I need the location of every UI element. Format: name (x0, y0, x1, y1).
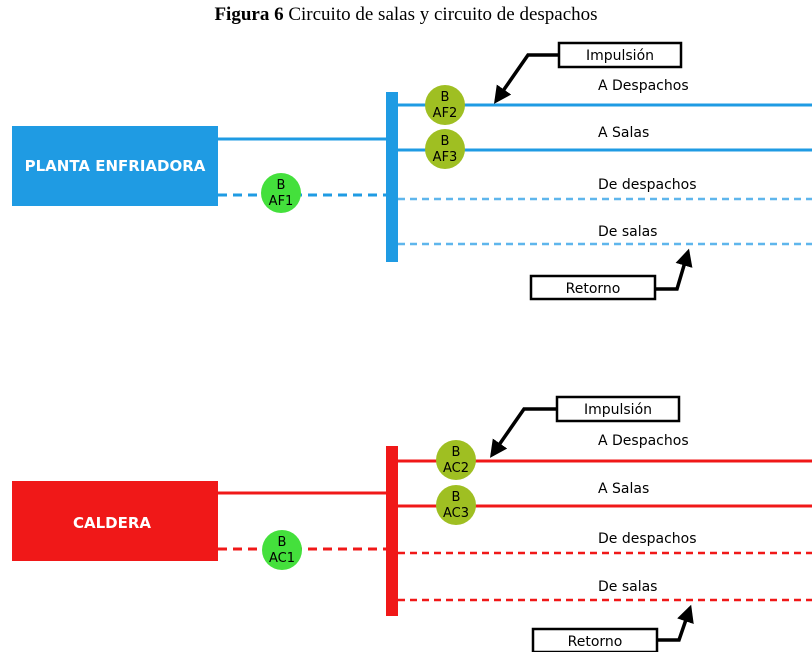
hot-label-de-despachos: De despachos (598, 531, 697, 547)
cold-pump-af1-label-id: AF1 (269, 194, 294, 209)
hot-pump-ac2: B AC2 (436, 440, 476, 480)
hot-pump-ac3-label-id: AC3 (443, 506, 469, 521)
hot-pump-ac3-label-b: B (452, 490, 461, 505)
hot-plant-label: CALDERA (73, 514, 151, 532)
cold-return-arrow (655, 248, 693, 291)
cold-circuit: PLANTA ENFRIADORA A Despachos A Salas De… (12, 41, 812, 301)
cold-collector (386, 92, 398, 262)
hot-pump-ac2-label-b: B (452, 445, 461, 460)
cold-plant-label: PLANTA ENFRIADORA (25, 157, 206, 175)
hot-plant-box (12, 481, 218, 561)
cold-label-a-despachos: A Despachos (598, 78, 689, 94)
hot-pump-ac1: B AC1 (262, 530, 302, 570)
hot-pump-ac2-label-id: AC2 (443, 461, 469, 476)
cold-label-a-salas: A Salas (598, 125, 649, 141)
figure-number: Figura 6 (214, 4, 284, 25)
hot-pump-ac1-label-b: B (278, 535, 287, 550)
cold-plant-box (12, 126, 218, 206)
cold-pump-af3: B AF3 (425, 129, 465, 169)
cold-label-de-salas: De salas (598, 224, 657, 240)
hot-label-a-despachos: A Despachos (598, 433, 689, 449)
cold-pump-af2: B AF2 (425, 85, 465, 125)
hot-circuit: CALDERA A Despachos A Salas De despachos… (12, 395, 812, 652)
cold-supply-arrow (494, 53, 559, 104)
cold-pump-af3-label-b: B (441, 134, 450, 149)
hot-label-de-salas: De salas (598, 579, 657, 595)
cold-supply-callout-label: Impulsión (586, 48, 654, 64)
hot-label-a-salas: A Salas (598, 481, 649, 497)
hot-supply-callout-label: Impulsión (584, 402, 652, 418)
figure-title: Circuito de salas y circuito de despacho… (283, 4, 598, 25)
hot-collector (386, 446, 398, 616)
figure-caption: Figura 6 Circuito de salas y circuito de… (0, 4, 812, 26)
cold-pump-af3-label-id: AF3 (433, 150, 458, 165)
hot-return-callout-label: Retorno (568, 634, 623, 650)
hot-supply-arrow (490, 407, 557, 458)
cold-supply-callout-box (557, 41, 683, 69)
cold-pump-af2-label-id: AF2 (433, 106, 458, 121)
cold-pump-af2-label-b: B (441, 90, 450, 105)
hot-pump-ac1-label-id: AC1 (269, 551, 295, 566)
hot-return-arrow (657, 604, 694, 642)
cold-pump-af1-label-b: B (277, 178, 286, 193)
cold-return-callout-label: Retorno (566, 281, 621, 297)
cold-label-de-despachos: De despachos (598, 177, 697, 193)
hot-pump-ac3: B AC3 (436, 485, 476, 525)
cold-pump-af1: B AF1 (261, 173, 301, 213)
